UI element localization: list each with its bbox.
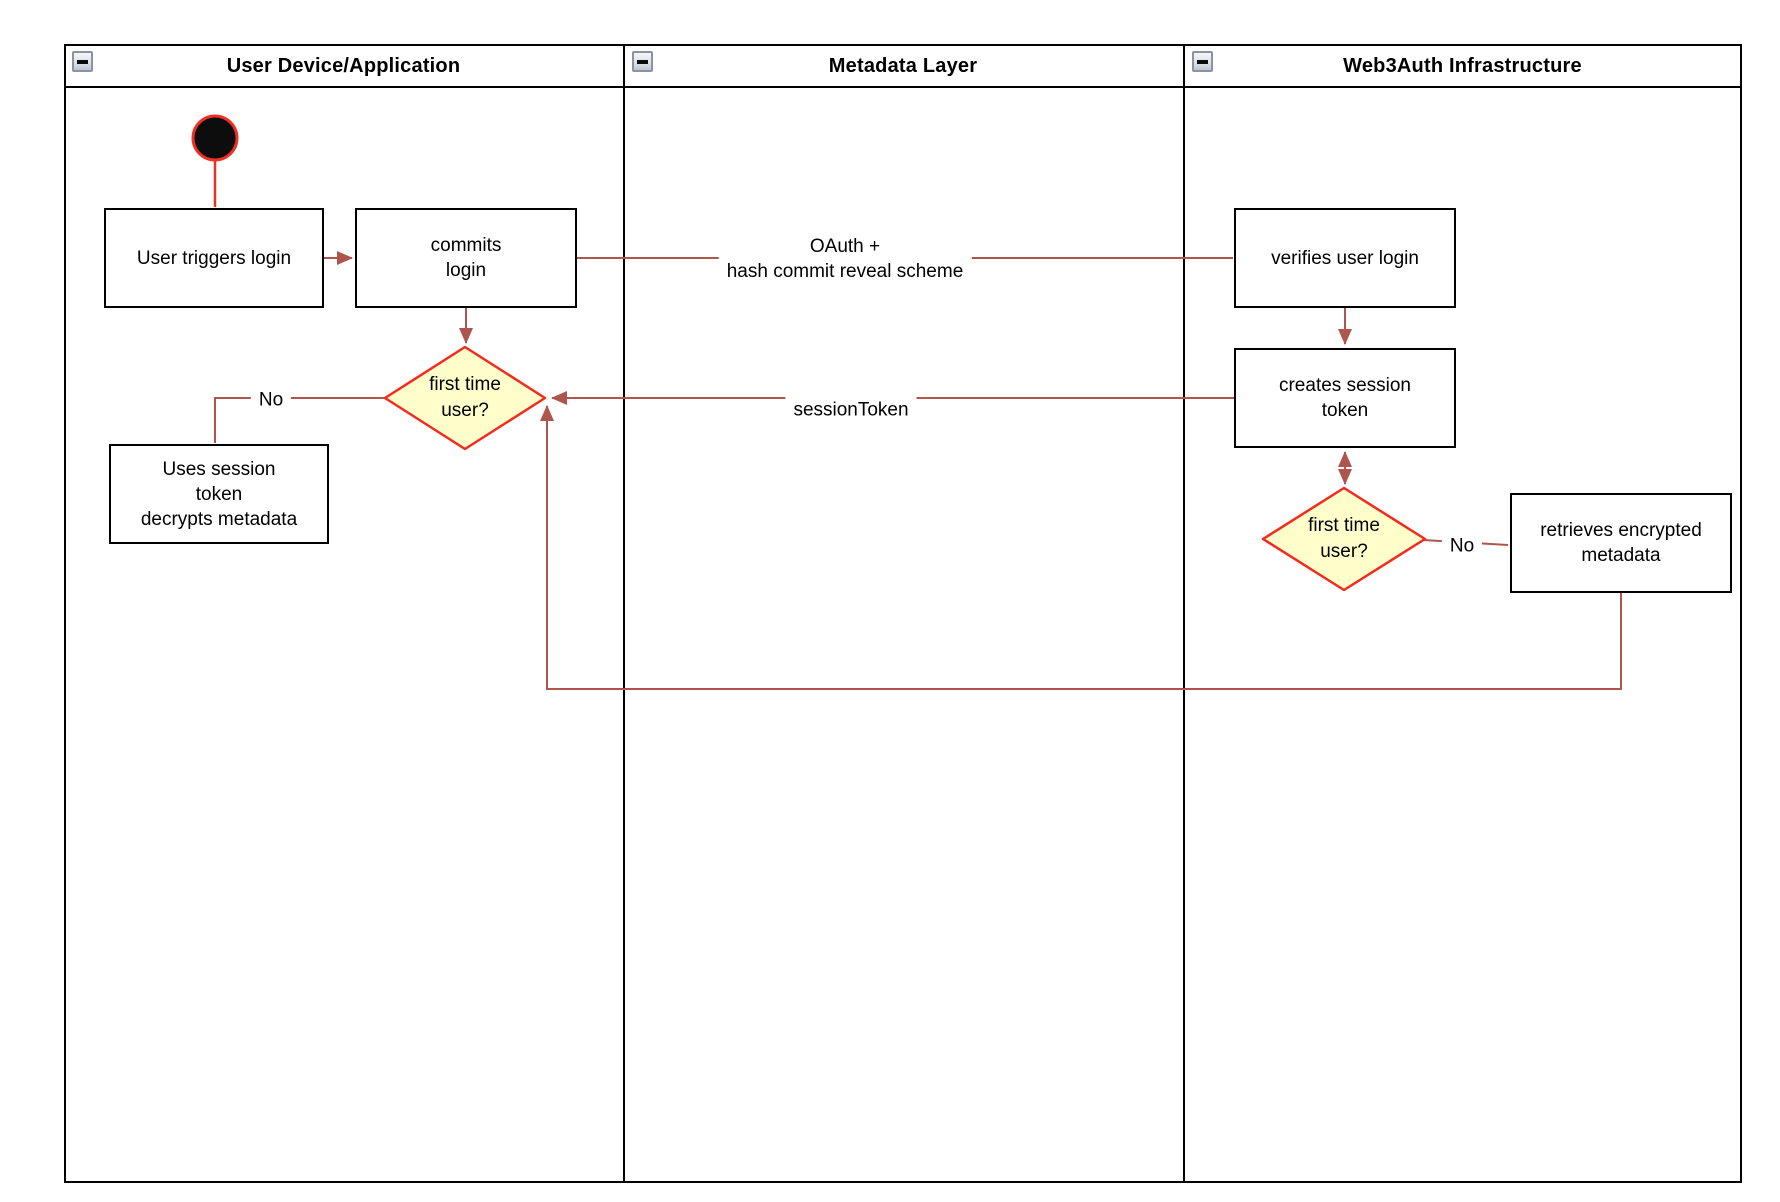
node-retrieves-encrypted-metadata[interactable]: retrieves encrypted metadata [1510, 493, 1732, 593]
start-node[interactable] [191, 114, 239, 162]
edge-label-no-infra: No [1441, 532, 1483, 560]
decision-label-device: first time user? [429, 374, 501, 421]
node-label: Uses session token decrypts metadata [140, 458, 298, 530]
node-label: verifies user login [1271, 247, 1419, 269]
node-user-triggers-login[interactable]: User triggers login [104, 208, 324, 308]
node-label: retrieves encrypted metadata [1540, 520, 1702, 566]
lane-title-text: User Device/Application [226, 54, 461, 77]
decision-first-time-user-device[interactable] [383, 345, 547, 451]
decision-label-infra: first time user? [1308, 515, 1380, 562]
lane-title-web3auth-infrastructure: Web3Auth Infrastructure [1185, 46, 1740, 86]
lane-collapse-button-metadata-layer[interactable] [632, 51, 653, 72]
lane-title-metadata-layer: Metadata Layer [625, 46, 1181, 86]
node-label: commits login [430, 235, 502, 281]
node-verifies-user-login[interactable]: verifies user login [1234, 208, 1456, 308]
swimlane-pool [64, 44, 1742, 1183]
node-commits-login[interactable]: commits login [355, 208, 577, 308]
minus-icon [77, 59, 88, 64]
lane-header-separator [64, 86, 1742, 88]
minus-icon [1197, 59, 1208, 64]
lane-collapse-button-user-device[interactable] [72, 51, 93, 72]
node-creates-session-token[interactable]: creates session token [1234, 348, 1456, 448]
node-uses-session-token[interactable]: Uses session token decrypts metadata [109, 444, 329, 544]
edge-decision-no-to-uses-session [214, 397, 385, 443]
node-label: User triggers login [136, 247, 292, 269]
lane-divider-2 [1183, 44, 1185, 1183]
edge-label-no-device: No [250, 386, 292, 414]
decision-first-time-user-infra[interactable] [1261, 486, 1427, 592]
lane-collapse-button-web3auth[interactable] [1192, 51, 1213, 72]
edge-retrieves-feedback-to-decision [540, 405, 1622, 690]
edge-label-sessiontoken: sessionToken [785, 396, 917, 424]
minus-icon [637, 59, 648, 64]
edge-label-oauth: OAuth + hash commit reveal scheme [718, 233, 972, 285]
lane-divider-1 [623, 44, 625, 1183]
node-label: creates session token [1278, 375, 1411, 421]
lane-title-text: Metadata Layer [828, 54, 978, 77]
lane-title-text: Web3Auth Infrastructure [1343, 54, 1582, 77]
lane-title-user-device: User Device/Application [66, 46, 621, 86]
